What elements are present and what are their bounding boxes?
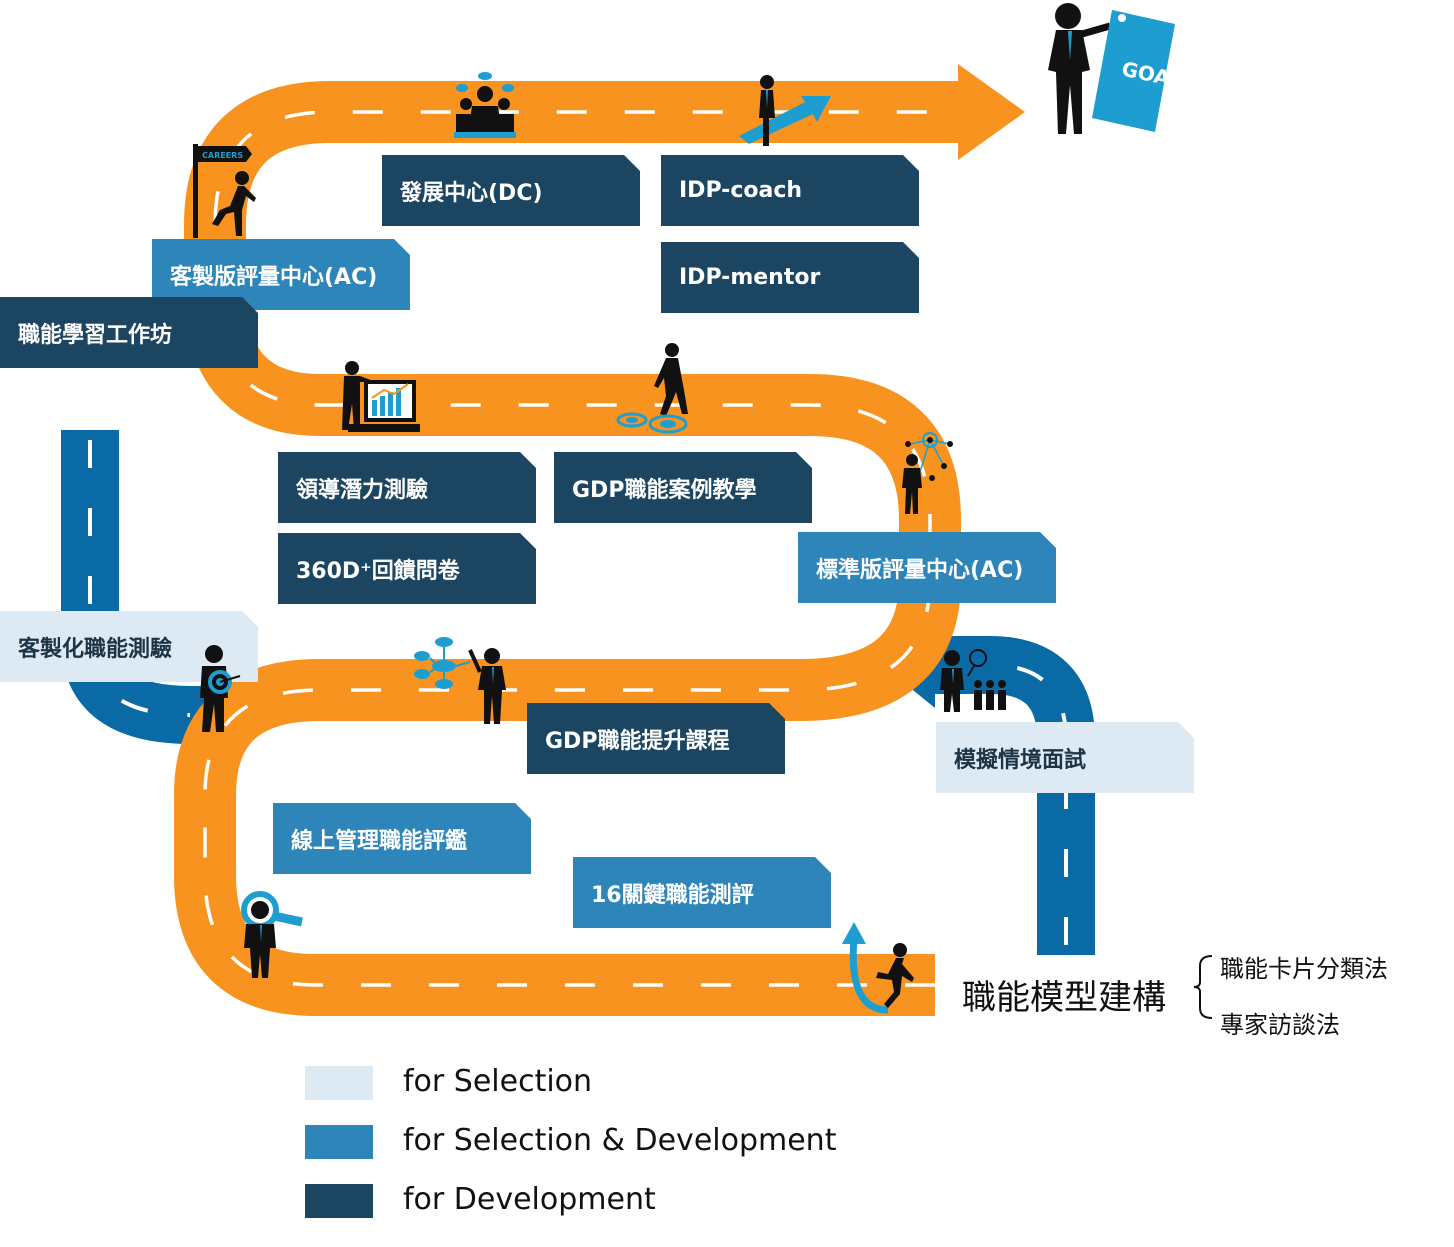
target-dart-figure-icon bbox=[200, 645, 241, 732]
standard-ac-box: 標準版評量中心(AC) bbox=[798, 532, 1056, 603]
meeting-group-icon bbox=[454, 72, 516, 138]
key16-box: 16關鍵職能測評 bbox=[573, 857, 831, 928]
legend-swatch-selection-development bbox=[305, 1125, 373, 1159]
legend-label-development: for Development bbox=[403, 1182, 656, 1217]
workshop-box: 職能學習工作坊 bbox=[0, 297, 258, 368]
magnifier-figure-icon bbox=[241, 891, 303, 978]
brace-icon bbox=[1193, 955, 1213, 1019]
legend-swatch-development bbox=[305, 1184, 373, 1218]
legend-swatch-selection bbox=[305, 1066, 373, 1100]
careers-runner-icon: CAREERS bbox=[193, 144, 256, 238]
interview-group-icon bbox=[940, 649, 1006, 712]
goal-figure-icon: GOAL! bbox=[1048, 3, 1190, 134]
start-runner-icon bbox=[842, 922, 914, 1014]
online-assessment-box: 線上管理職能評鑑 bbox=[273, 803, 531, 874]
legend-label-selection-development: for Selection & Development bbox=[403, 1123, 837, 1158]
model-title: 職能模型建構 bbox=[962, 978, 1166, 1018]
idp-mentor-box: IDP-mentor bbox=[661, 242, 919, 313]
custom-ac-box: 客製版評量中心(AC) bbox=[152, 239, 410, 310]
walker-target-icon bbox=[616, 343, 688, 434]
mindmap-figure-icon bbox=[414, 637, 506, 724]
careers-sign-text: CAREERS bbox=[202, 151, 243, 160]
method-expert-interview: 專家訪談法 bbox=[1220, 1011, 1340, 1039]
dc-box: 發展中心(DC) bbox=[382, 155, 640, 226]
legend-label-selection: for Selection bbox=[403, 1064, 593, 1099]
feedback-360-box: 360D⁺回饋問卷 bbox=[278, 533, 536, 604]
gdp-course-box: GDP職能提升課程 bbox=[527, 703, 785, 774]
leadership-test-box: 領導潛力測驗 bbox=[278, 452, 536, 523]
presentation-chart-icon bbox=[342, 361, 420, 432]
growth-arrow-figure-icon bbox=[739, 75, 831, 146]
network-figure-icon bbox=[902, 432, 953, 514]
simulation-interview-box: 模擬情境面試 bbox=[936, 722, 1194, 793]
method-card-sort: 職能卡片分類法 bbox=[1220, 955, 1388, 983]
gdp-case-box: GDP職能案例教學 bbox=[554, 452, 812, 523]
idp-coach-box: IDP-coach bbox=[661, 155, 919, 226]
